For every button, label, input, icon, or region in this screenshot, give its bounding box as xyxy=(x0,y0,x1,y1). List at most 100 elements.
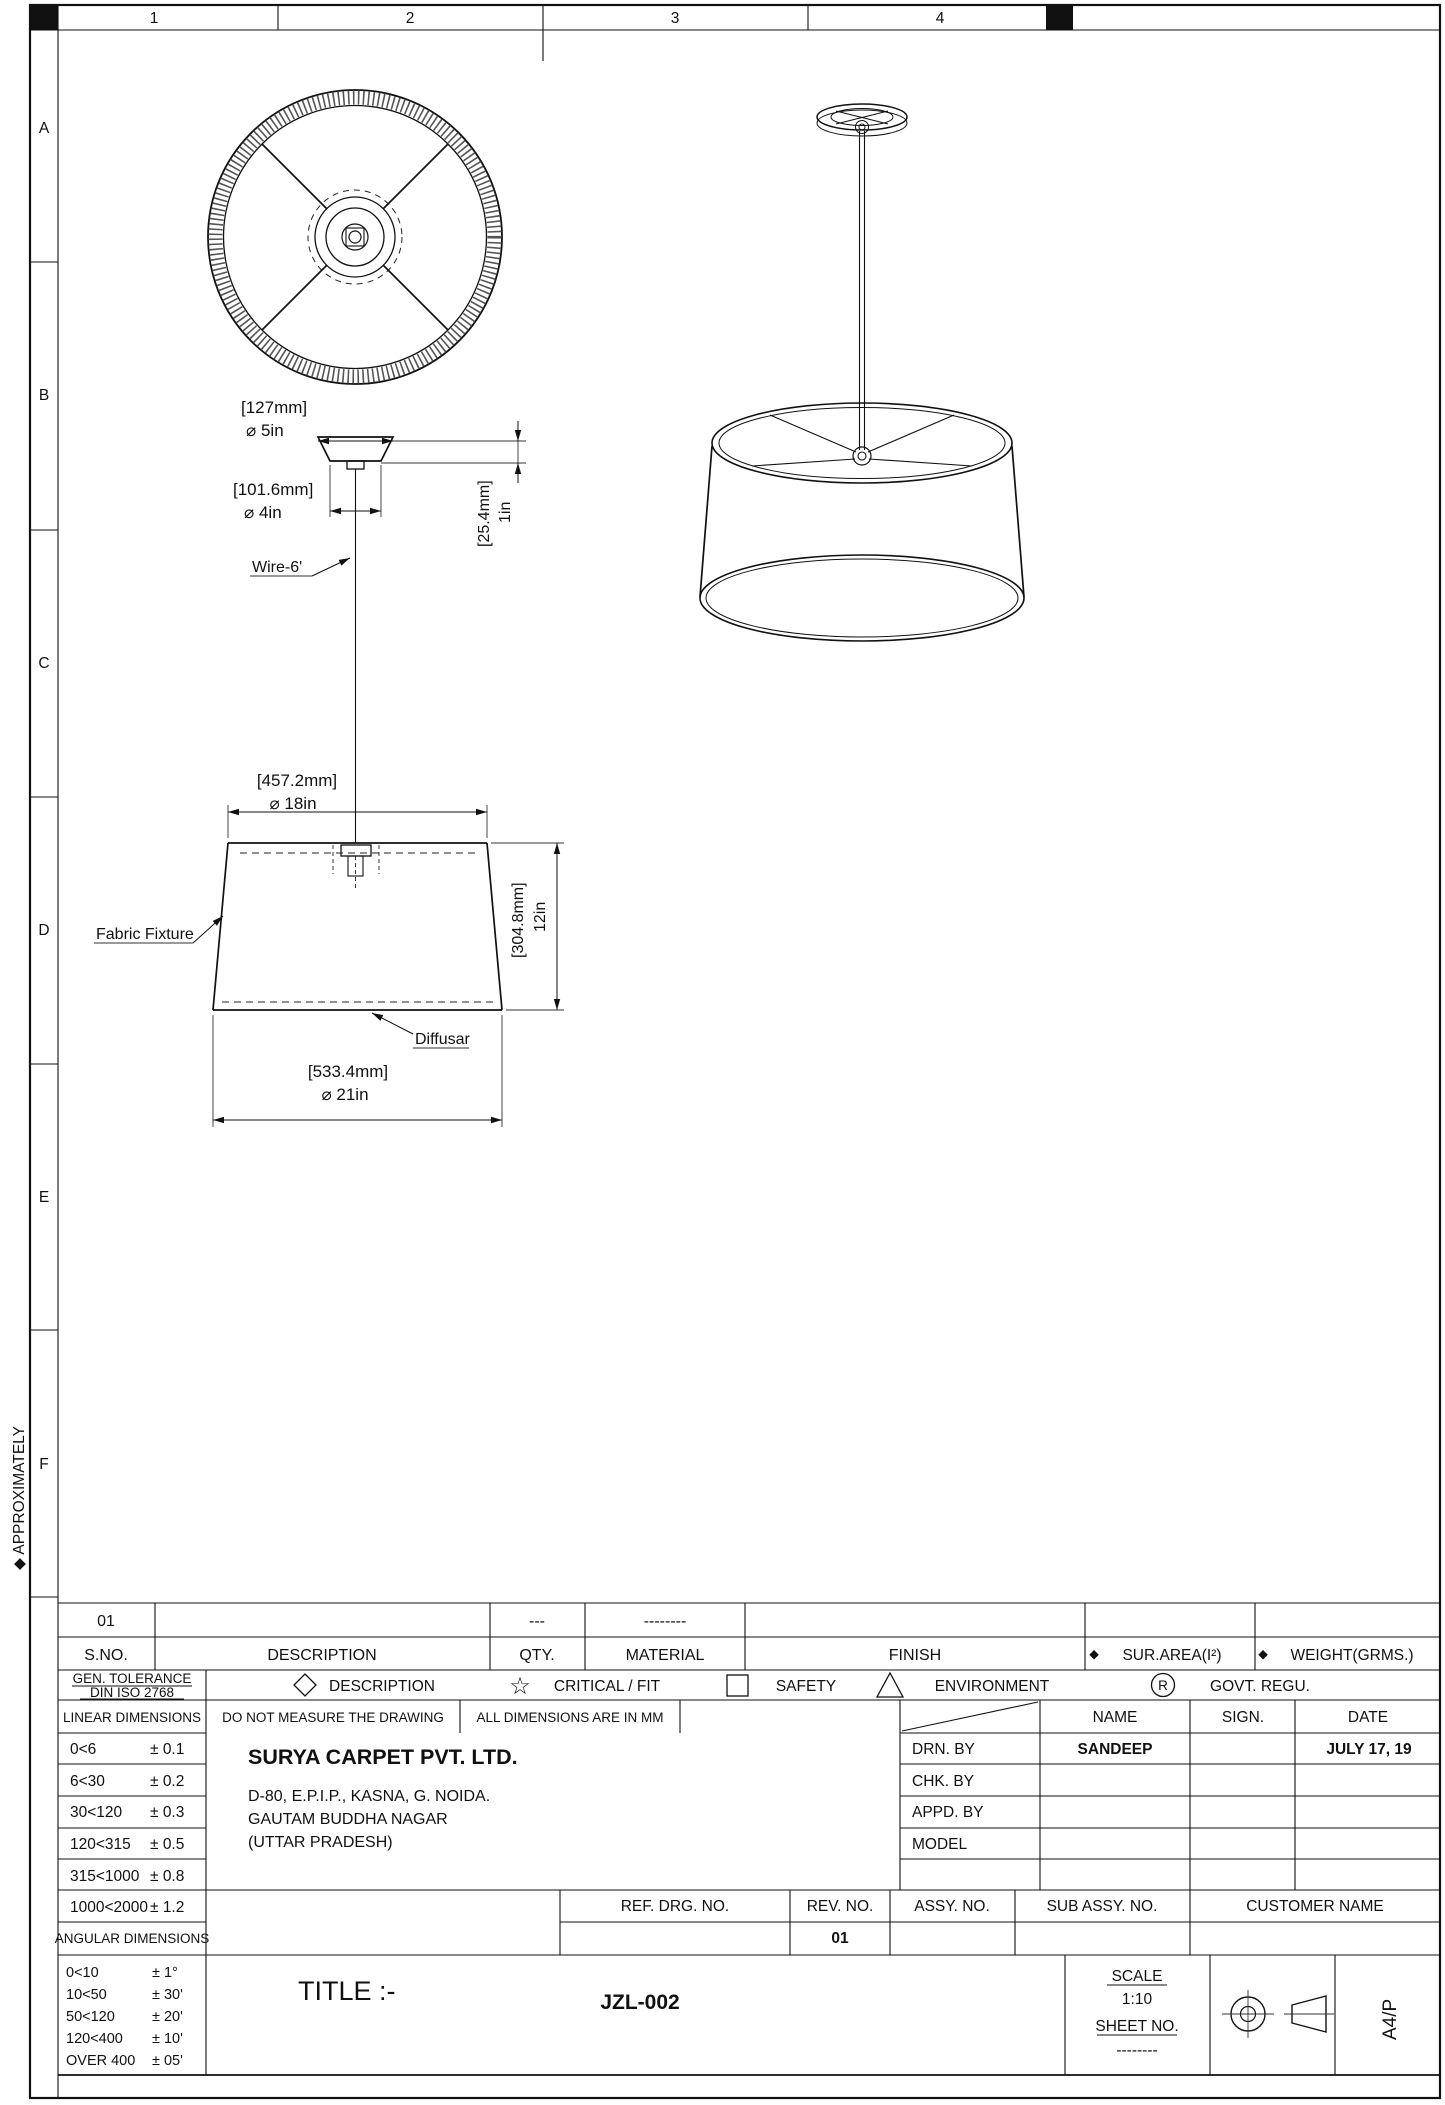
drawing-annotations: [127mm] ⌀ 5in [101.6mm] ⌀ 4in [25.4mm] 1… xyxy=(96,398,549,1104)
isometric-view xyxy=(699,103,1025,642)
dim-canopy-height-mm: [25.4mm] xyxy=(476,480,493,547)
critical-fit-star-icon: ☆ xyxy=(509,1673,531,1700)
ang-tol-range-1: 10<50 xyxy=(66,1987,107,2003)
description-diamond-icon xyxy=(293,1673,317,1697)
ang-tol-range-0: 0<10 xyxy=(66,1965,99,1981)
corner-block-left xyxy=(30,5,58,30)
dim-shade-height-mm: [304.8mm] xyxy=(510,882,527,958)
sheet-format: A4/P xyxy=(1380,1999,1401,2040)
dim-shade-height-in: 12in xyxy=(532,902,549,932)
angular-dimensions-title: ANGULAR DIMENSIONS xyxy=(55,1931,210,1946)
company-name: SURYA CARPET PVT. LTD. xyxy=(248,1745,518,1769)
rev-no-header: REV. NO. xyxy=(807,1898,874,1915)
lin-tol-val-3: ± 0.5 xyxy=(150,1836,184,1853)
legend-environment-label: ENVIRONMENT xyxy=(935,1678,1050,1695)
govt-regu-r-mark: R xyxy=(1158,1678,1168,1693)
dim-shade-top-in: ⌀ 18in xyxy=(269,794,316,813)
lin-tol-val-0: ± 0.1 xyxy=(150,1741,184,1758)
lin-tol-val-4: ± 0.8 xyxy=(150,1868,184,1885)
chk-by-label: CHK. BY xyxy=(912,1773,974,1790)
legend-safety-label: SAFETY xyxy=(776,1678,836,1695)
gen-tolerance-line2: DIN ISO 2768 xyxy=(90,1685,174,1700)
lin-tol-val-5: ± 1.2 xyxy=(150,1899,184,1916)
gen-tolerance-line1: GEN. TOLERANCE xyxy=(73,1671,192,1686)
sub-assy-no-header: SUB ASSY. NO. xyxy=(1047,1898,1158,1915)
ang-tol-range-3: 120<400 xyxy=(66,2031,123,2047)
lin-tol-val-1: ± 0.2 xyxy=(150,1773,184,1790)
ang-tol-val-0: ± 1° xyxy=(152,1965,178,1981)
dim-canopy-dia-in: ⌀ 5in xyxy=(246,421,284,440)
lin-tol-val-2: ± 0.3 xyxy=(150,1804,184,1821)
company-address-1: D-80, E.P.I.P., KASNA, G. NOIDA. xyxy=(248,1788,490,1805)
bom-header-qty: QTY. xyxy=(519,1647,554,1664)
ang-tol-range-4: OVER 400 xyxy=(66,2053,135,2069)
name-header: NAME xyxy=(1093,1709,1138,1726)
dim-shade-top-mm: [457.2mm] xyxy=(257,771,337,790)
margin-note: ◆ APPROXIMATELY xyxy=(11,1426,28,1570)
date-header: DATE xyxy=(1348,1709,1388,1726)
fabric-fixture-label: Fabric Fixture xyxy=(96,926,194,943)
drn-by-label: DRN. BY xyxy=(912,1741,975,1758)
legend-govt-regu-label: GOVT. REGU. xyxy=(1210,1678,1310,1695)
zone-row-f: F xyxy=(39,1456,48,1473)
sur-area-diamond-icon: ◆ xyxy=(1089,1647,1099,1661)
ang-tol-val-3: ± 10' xyxy=(152,2031,183,2047)
title-block-text: 01 --- -------- S.NO. DESCRIPTION QTY. M… xyxy=(55,1613,1414,2069)
ref-drg-no-header: REF. DRG. NO. xyxy=(621,1898,730,1915)
model-label: MODEL xyxy=(912,1836,968,1853)
sign-header: SIGN. xyxy=(1222,1709,1264,1726)
all-dimensions-note: ALL DIMENSIONS ARE IN MM xyxy=(476,1710,663,1725)
scale-value: 1:10 xyxy=(1122,1991,1153,2008)
assy-no-header: ASSY. NO. xyxy=(914,1898,990,1915)
dim-shade-bottom-in: ⌀ 21in xyxy=(321,1085,368,1104)
legend-symbols xyxy=(293,1671,1176,1698)
front-view xyxy=(94,805,564,1127)
zone-row-b: B xyxy=(39,387,49,404)
scale-label: SCALE xyxy=(1112,1968,1163,1985)
rev-no-value: 01 xyxy=(831,1930,849,1947)
drn-by-name: SANDEEP xyxy=(1078,1741,1153,1758)
lin-tol-range-2: 30<120 xyxy=(70,1804,123,1821)
diffuser-label: Diffusar xyxy=(415,1031,471,1048)
zone-row-e: E xyxy=(39,1189,49,1206)
appd-by-label: APPD. BY xyxy=(912,1804,984,1821)
zone-row-d: D xyxy=(38,922,49,939)
corner-block-right xyxy=(1046,5,1073,30)
ang-tol-val-2: ± 20' xyxy=(152,2009,183,2025)
company-address-2: GAUTAM BUDDHA NAGAR xyxy=(248,1811,448,1828)
legend-critical-fit-label: CRITICAL / FIT xyxy=(554,1678,661,1695)
bom-header-sno: S.NO. xyxy=(84,1647,128,1664)
lin-tol-range-1: 6<30 xyxy=(70,1773,105,1790)
zone-row-a: A xyxy=(39,120,50,137)
dim-canopy-dia-mm: [127mm] xyxy=(241,398,307,417)
wire-label: Wire-6' xyxy=(252,559,302,576)
bom-header-sur-area: SUR.AREA(I²) xyxy=(1122,1647,1221,1664)
drawing-number: JZL-002 xyxy=(600,1991,679,2014)
title-block-grid xyxy=(58,1602,1440,2076)
zone-row-c: C xyxy=(38,655,49,672)
sheet-frame xyxy=(28,3,1442,2100)
projection-symbol xyxy=(1222,1990,1334,2038)
title-label: TITLE :- xyxy=(298,1976,396,2006)
do-not-measure-note: DO NOT MEASURE THE DRAWING xyxy=(222,1710,444,1725)
canopy-side-view xyxy=(250,421,526,843)
lin-tol-range-3: 120<315 xyxy=(70,1836,131,1853)
bom-header-material: MATERIAL xyxy=(626,1647,705,1664)
bom-row-sno: 01 xyxy=(97,1613,115,1630)
drn-by-date: JULY 17, 19 xyxy=(1326,1741,1412,1758)
sheet-no-label: SHEET NO. xyxy=(1095,2018,1178,2035)
dim-shade-bottom-mm: [533.4mm] xyxy=(308,1062,388,1081)
ang-tol-val-4: ± 05' xyxy=(152,2053,183,2069)
zone-labels: 1 2 3 4 A B C D E F ◆ APPROXIMATELY xyxy=(11,10,945,1570)
sheet-no-value: -------- xyxy=(1116,2042,1157,2059)
environment-triangle-icon xyxy=(875,1671,905,1698)
safety-square-icon xyxy=(726,1674,749,1697)
company-address-3: (UTTAR PRADESH) xyxy=(248,1834,393,1851)
zone-col-3: 3 xyxy=(671,10,680,27)
lin-tol-range-0: 0<6 xyxy=(70,1741,96,1758)
bom-header-weight: WEIGHT(GRMS.) xyxy=(1290,1647,1413,1664)
zone-col-2: 2 xyxy=(406,10,415,27)
lin-tol-range-5: 1000<2000 xyxy=(70,1899,148,1916)
dim-canopy-base-mm: [101.6mm] xyxy=(233,480,313,499)
